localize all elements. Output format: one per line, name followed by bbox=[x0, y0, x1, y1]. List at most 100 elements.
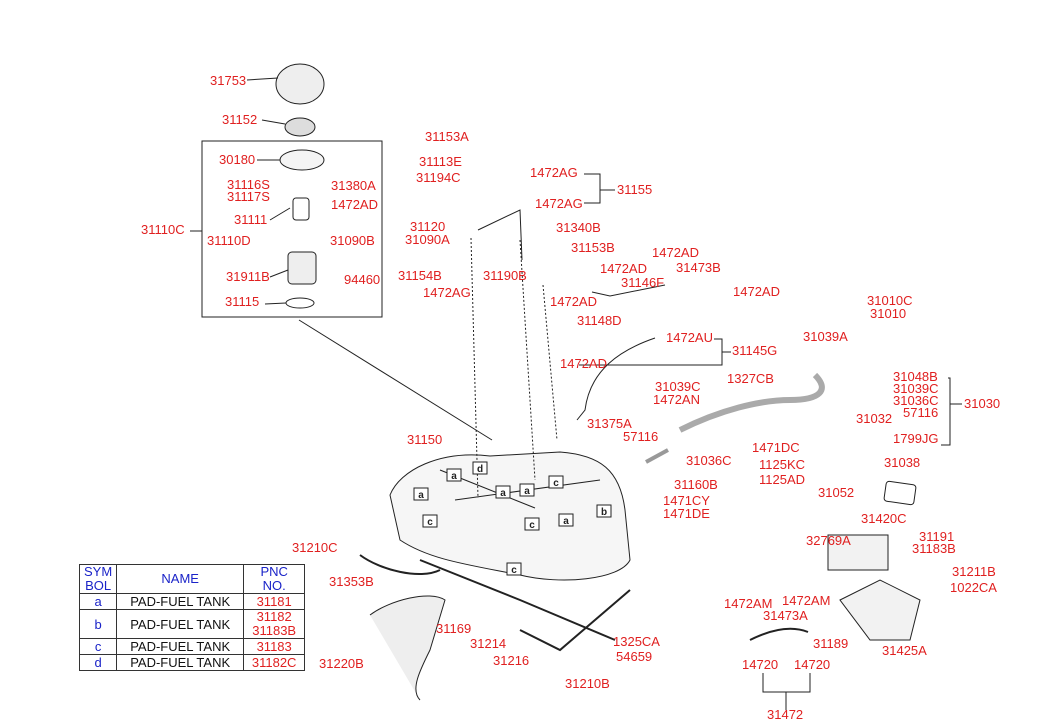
tank-pad-marker bbox=[495, 485, 511, 499]
part-number-label: 31169 bbox=[436, 621, 471, 636]
return-line-part bbox=[576, 337, 656, 421]
legend-pnc: 31182C bbox=[243, 654, 306, 671]
part-number-label: 31211B bbox=[952, 564, 996, 579]
part-number-label: 1472AG bbox=[423, 285, 471, 300]
pump-assembly-frame bbox=[201, 140, 383, 318]
pump-filter-part bbox=[287, 251, 317, 285]
part-number-label: 31472 bbox=[767, 707, 803, 722]
legend-symbol: c bbox=[78, 638, 118, 655]
vapor-hose-part bbox=[477, 209, 523, 261]
tank-pad-letter: a bbox=[418, 490, 424, 501]
legend-header-name: NAME bbox=[116, 564, 245, 594]
part-number-label: 1022CA bbox=[950, 580, 997, 595]
part-number-label: 31116S bbox=[227, 177, 270, 192]
part-number-label: 31340B bbox=[556, 220, 601, 235]
part-number-label: 32769A bbox=[806, 533, 851, 548]
pump-plate-part bbox=[279, 149, 325, 171]
part-number-label: 1472AM bbox=[782, 593, 830, 608]
part-number-label: 31353B bbox=[329, 574, 374, 589]
part-number-label: 1471CY bbox=[663, 493, 710, 508]
part-number-label: 31030 bbox=[964, 396, 1000, 411]
part-number-label: 31115 bbox=[225, 294, 259, 309]
vapor-hose-14720-part bbox=[749, 627, 809, 641]
tank-pad-marker bbox=[422, 514, 438, 528]
part-number-label: 1472AD bbox=[652, 245, 699, 260]
tank-pad-marker bbox=[446, 468, 462, 482]
tank-pad-marker bbox=[558, 513, 574, 527]
part-number-label: 31753 bbox=[210, 73, 246, 88]
part-number-label: 31150 bbox=[407, 432, 442, 447]
filler-neck-part bbox=[678, 372, 825, 433]
fuel-pump-cover-part bbox=[275, 63, 325, 105]
part-number-label: 31090A bbox=[405, 232, 450, 247]
part-number-label: 1471DC bbox=[752, 440, 800, 455]
part-number-label: 1472AD bbox=[560, 356, 607, 371]
part-number-label: 31036C bbox=[686, 453, 732, 468]
fuel-hose-part bbox=[591, 284, 666, 297]
part-number-label: 31473B bbox=[676, 260, 721, 275]
tank-pad-letter: c bbox=[529, 520, 535, 531]
part-number-label: 1125KC bbox=[759, 457, 805, 472]
part-number-label: 14720 bbox=[794, 657, 830, 672]
part-number-label: 31010C bbox=[867, 293, 913, 308]
part-number-label: 31183B bbox=[912, 541, 956, 556]
part-number-label: 31375A bbox=[587, 416, 632, 431]
part-number-label: 31473A bbox=[763, 608, 808, 623]
pump-motor-part bbox=[292, 197, 310, 221]
part-number-label: 31038 bbox=[884, 455, 920, 470]
part-number-label: 31420C bbox=[861, 511, 907, 526]
part-number-label: 31090B bbox=[330, 233, 375, 248]
legend-pnc: 31183 bbox=[243, 638, 306, 655]
legend-name: PAD-FUEL TANK bbox=[116, 593, 245, 610]
lock-ring-part bbox=[284, 117, 316, 137]
part-number-label: 54659 bbox=[616, 649, 652, 664]
tank-pad-marker bbox=[524, 517, 540, 531]
part-number-label: 31214 bbox=[470, 636, 506, 651]
tank-pad-marker bbox=[413, 487, 429, 501]
part-number-label: 31048B bbox=[893, 369, 938, 384]
part-number-label: 1325CA bbox=[613, 634, 660, 649]
tank-pad-letter: c bbox=[511, 565, 517, 576]
part-number-label: 31036C bbox=[893, 393, 939, 408]
part-number-label: 31010 bbox=[870, 306, 906, 321]
tank-pad-marker bbox=[548, 475, 564, 489]
part-number-label: 1472AG bbox=[535, 196, 583, 211]
part-number-label: 57116 bbox=[623, 429, 658, 444]
legend-symbol: a bbox=[78, 593, 118, 610]
tank-pad-marker bbox=[506, 562, 522, 576]
part-number-label: 31113E bbox=[419, 154, 462, 169]
legend-pnc: 31181 bbox=[243, 593, 306, 610]
legend-symbol: b bbox=[78, 609, 118, 639]
part-number-label: 31039C bbox=[893, 381, 939, 396]
tank-strap-part bbox=[419, 559, 616, 641]
tank-pad-letter: d bbox=[477, 464, 483, 475]
legend-name: PAD-FUEL TANK bbox=[116, 654, 245, 671]
part-number-label: 31145G bbox=[732, 343, 777, 358]
tank-pad-letter: a bbox=[500, 488, 506, 499]
part-number-label: 31154B bbox=[398, 268, 442, 283]
part-number-label: 31155 bbox=[617, 182, 652, 197]
part-number-label: 1472AD bbox=[600, 261, 647, 276]
part-number-label: 31110D bbox=[207, 233, 251, 248]
legend-row: c PAD-FUEL TANK 31183 bbox=[78, 638, 306, 655]
pump-gasket-part bbox=[285, 297, 315, 309]
part-number-label: 1125AD bbox=[759, 472, 805, 487]
tank-pad-letter: b bbox=[601, 507, 607, 518]
part-number-label: 14720 bbox=[742, 657, 778, 672]
tank-pad-letter: a bbox=[451, 471, 457, 482]
legend-name: PAD-FUEL TANK bbox=[116, 638, 245, 655]
tank-pad-marker bbox=[519, 483, 535, 497]
part-number-label: 1472AU bbox=[666, 330, 713, 345]
part-number-label: 1472AN bbox=[653, 392, 700, 407]
part-number-label: 31111 bbox=[234, 212, 267, 227]
part-number-label: 31110C bbox=[141, 222, 185, 237]
part-number-label: 31146F bbox=[621, 275, 664, 290]
part-number-label: 1472AD bbox=[550, 294, 597, 309]
part-number-label: 31210C bbox=[292, 540, 338, 555]
